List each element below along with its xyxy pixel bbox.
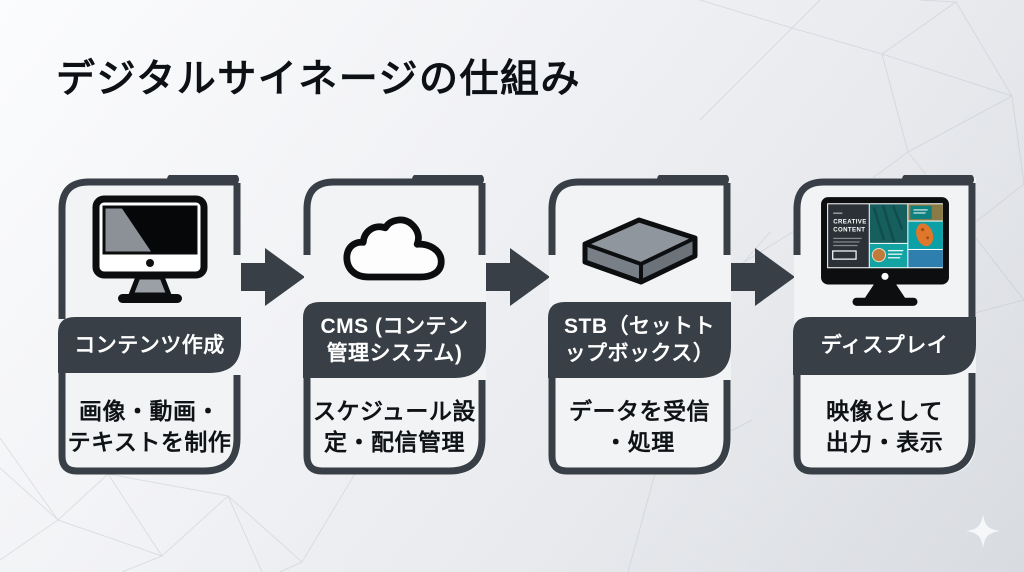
step-label-line: 管理システム) <box>326 342 463 365</box>
arrow-right-icon <box>472 248 550 306</box>
set-top-box-icon <box>547 187 732 315</box>
step-card-content-creation: コンテンツ作成 画像・動画・ テキストを制作 <box>57 175 242 477</box>
desktop-computer-icon <box>57 187 242 315</box>
display-icon: CREATIVE CONTENT <box>792 187 977 315</box>
step-desc-line: スケジュール設 <box>313 398 476 424</box>
step-label-line: CMS (コンテン <box>320 315 469 338</box>
flow-arrow-1 <box>227 247 305 307</box>
step-desc-line: ・処理 <box>604 429 675 455</box>
step-desc: データを受信 ・処理 <box>547 387 732 467</box>
step-label-line: ディスプレイ <box>820 333 949 357</box>
step-label: STB（セットト ップボックス） <box>547 302 732 378</box>
screen-headline: CONTENT <box>833 226 865 233</box>
flow-arrow-2 <box>472 247 550 307</box>
step-desc-line: 定・配信管理 <box>324 429 465 455</box>
step-desc-line: 画像・動画・ <box>79 398 220 424</box>
step-label-line: STB（セットト <box>564 315 715 338</box>
step-label-line: ップボックス） <box>564 342 715 365</box>
cloud-icon <box>302 187 487 315</box>
step-label: CMS (コンテン 管理システム) <box>302 302 487 378</box>
step-label: コンテンツ作成 <box>57 317 242 373</box>
step-desc-line: 映像として <box>826 398 943 424</box>
step-desc: 映像として 出力・表示 <box>792 387 977 467</box>
step-card-display: CREATIVE CONTENT <box>792 175 977 477</box>
sparkle-icon <box>966 514 1000 548</box>
flow-arrow-3 <box>717 247 795 307</box>
step-label-line: コンテンツ作成 <box>74 333 225 357</box>
step-label: ディスプレイ <box>792 317 977 373</box>
step-desc-line: 出力・表示 <box>825 429 944 455</box>
step-desc-line: テキストを制作 <box>67 429 232 455</box>
arrow-right-icon <box>227 248 305 306</box>
step-desc-line: データを受信 <box>569 398 710 424</box>
step-card-stb: STB（セットト ップボックス） データを受信 ・処理 <box>547 175 732 477</box>
svg-text:CREATIVE: CREATIVE <box>833 218 867 225</box>
svg-text:CONTENT: CONTENT <box>833 226 865 233</box>
step-card-cms: CMS (コンテン 管理システム) スケジュール設 定・配信管理 <box>302 175 487 477</box>
step-desc: スケジュール設 定・配信管理 <box>302 387 487 467</box>
step-desc: 画像・動画・ テキストを制作 <box>57 387 242 467</box>
arrow-right-icon <box>717 248 795 306</box>
screen-headline: CREATIVE <box>833 218 867 225</box>
page-title: デジタルサイネージの仕組み <box>56 58 581 101</box>
